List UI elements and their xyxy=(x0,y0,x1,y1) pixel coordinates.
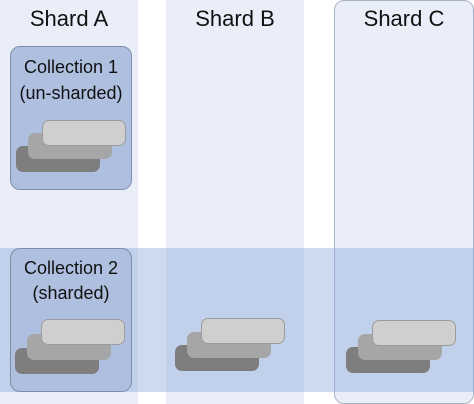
document-front xyxy=(41,319,125,345)
document-front xyxy=(201,318,285,344)
shard-b-title: Shard B xyxy=(195,6,275,31)
collection-1-box: Collection 1 (un-sharded) xyxy=(10,46,132,190)
document-front xyxy=(42,120,126,146)
shard-a-title: Shard A xyxy=(29,6,109,31)
shard-c-title: Shard C xyxy=(363,6,445,31)
document-front xyxy=(372,320,456,346)
collection-2-box: Collection 2 (sharded) xyxy=(10,248,132,392)
collection-2-type: (sharded) xyxy=(32,283,110,303)
collection-2-name: Collection 2 xyxy=(23,258,119,278)
collection-1-name: Collection 1 xyxy=(23,57,119,77)
collection-1-type: (un-sharded) xyxy=(19,83,123,103)
